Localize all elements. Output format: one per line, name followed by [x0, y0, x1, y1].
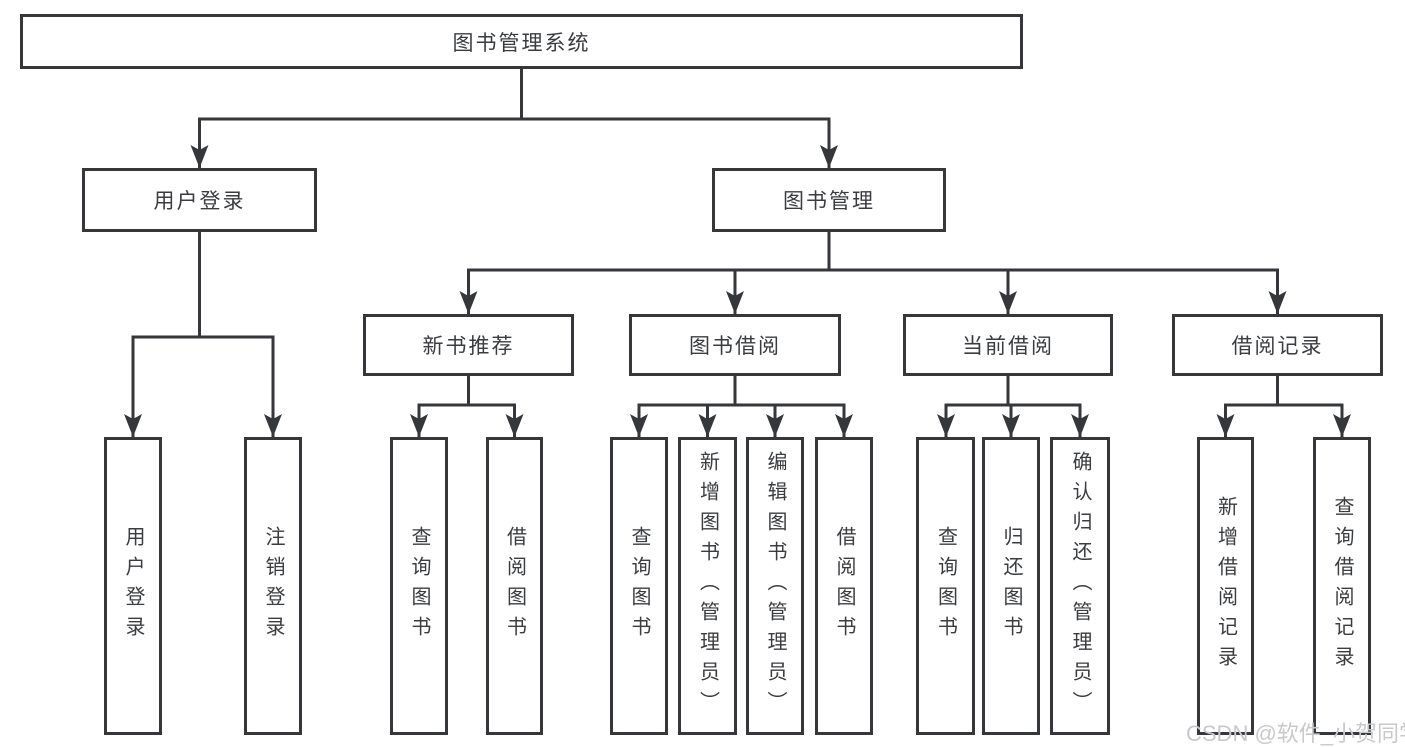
node-root: 图书管理系统 — [20, 14, 1023, 69]
leaf-records-add-record: 新增借阅记录 — [1197, 437, 1254, 735]
watermark-text: CSDN @软件_小贺同学 — [1186, 721, 1405, 746]
connector-arrows — [124, 117, 1351, 439]
node-user-login: 用户登录 — [82, 168, 317, 232]
node-book-management: 图书管理 — [712, 168, 946, 232]
leaf-borrow-query-books: 查询图书 — [610, 437, 668, 735]
node-book-borrow: 图书借阅 — [629, 314, 841, 376]
leaf-recommend-query-books: 查询图书 — [390, 437, 448, 735]
leaf-user-login: 用户登录 — [104, 437, 162, 735]
leaf-borrow-borrow-books: 借阅图书 — [815, 437, 873, 735]
leaf-records-query-record: 查询借阅记录 — [1313, 437, 1371, 735]
leaf-borrow-edit-books-admin: 编辑图书（管理员） — [746, 437, 804, 735]
node-current-borrow: 当前借阅 — [903, 314, 1113, 376]
node-new-book-recommend: 新书推荐 — [363, 314, 574, 376]
leaf-borrow-add-books-admin: 新增图书（管理员） — [678, 437, 737, 735]
leaf-current-confirm-return-admin: 确认归还（管理员） — [1050, 437, 1110, 735]
leaf-current-query-books: 查询图书 — [916, 437, 975, 735]
node-borrow-records: 借阅记录 — [1172, 314, 1383, 376]
connector-spines — [131, 64, 1344, 407]
leaf-recommend-borrow-books: 借阅图书 — [486, 437, 543, 735]
leaf-logout: 注销登录 — [244, 437, 302, 735]
leaf-current-return-books: 归还图书 — [982, 437, 1040, 735]
